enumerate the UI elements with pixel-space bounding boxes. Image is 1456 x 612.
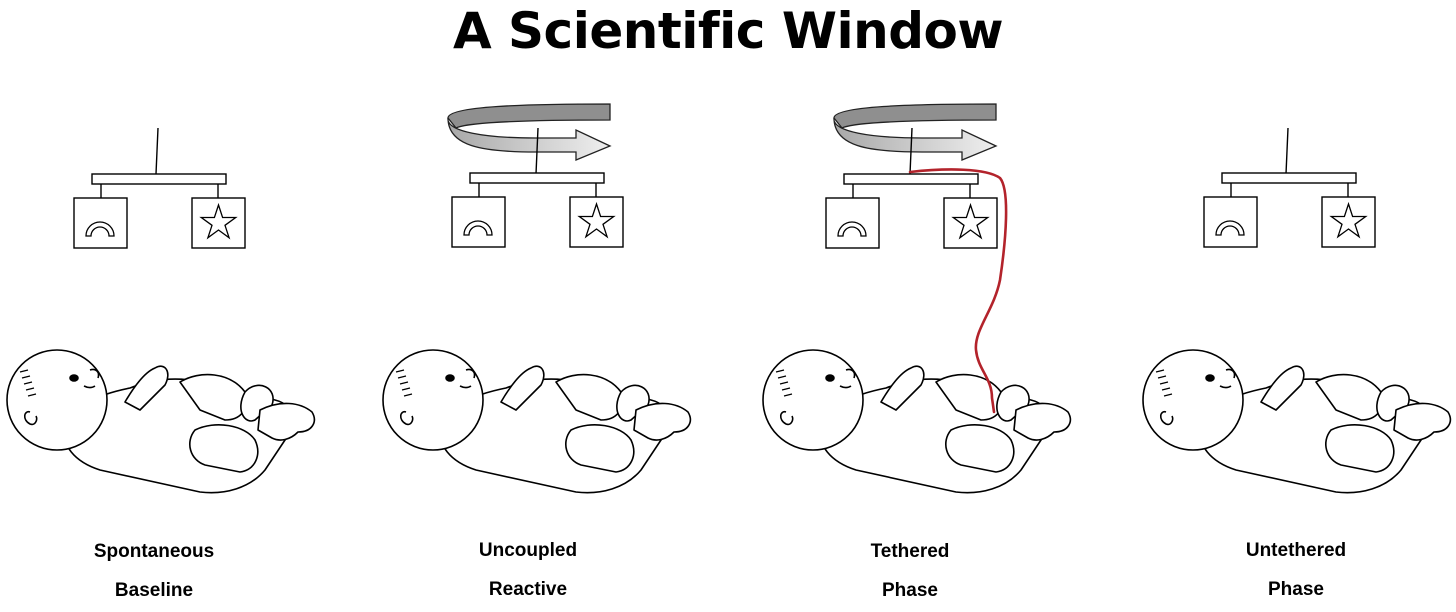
panel-spontaneous-baseline: Spontaneous Baseline [0,0,364,612]
infant-drawing [1142,349,1452,494]
panel-illustration [1142,127,1452,494]
panel-illustration [762,103,1072,494]
panel-tethered-phase: Tethered Phase [756,0,1120,612]
label-line1: Tethered [870,541,950,562]
star-icon [199,202,238,240]
rainbow-icon [463,220,493,236]
mobile [73,127,246,249]
rainbow-icon [1215,220,1245,236]
panel-illustration [382,103,692,494]
label-line2: Phase [1268,579,1324,600]
label-line2: Baseline [114,580,194,601]
panel-untethered-phase: Untethered Phase [1136,0,1456,612]
label-line2: Reactive [488,579,568,600]
infant-drawing [762,349,1072,494]
star-icon [1329,201,1368,239]
rainbow-icon [85,221,115,237]
infant-drawing [382,349,692,494]
panel-illustration [6,127,316,494]
label-line1: Spontaneous [93,541,215,562]
label-line1: Uncoupled [478,540,578,561]
rainbow-icon [837,221,867,237]
star-icon [951,202,990,240]
mobile [825,127,998,249]
panel-uncoupled-reactive: Uncoupled Reactive [376,0,740,612]
page-title: A Scientific Window [452,2,1004,60]
star-icon [577,201,616,239]
rotation-arrow-icon [447,103,612,161]
tether-ribbon [908,168,1008,414]
label-line2: Phase [882,580,938,601]
infant-drawing [6,349,316,494]
mobile [1203,127,1376,248]
label-line1: Untethered [1245,540,1347,561]
mobile [451,127,624,248]
rotation-arrow-icon [833,103,998,161]
